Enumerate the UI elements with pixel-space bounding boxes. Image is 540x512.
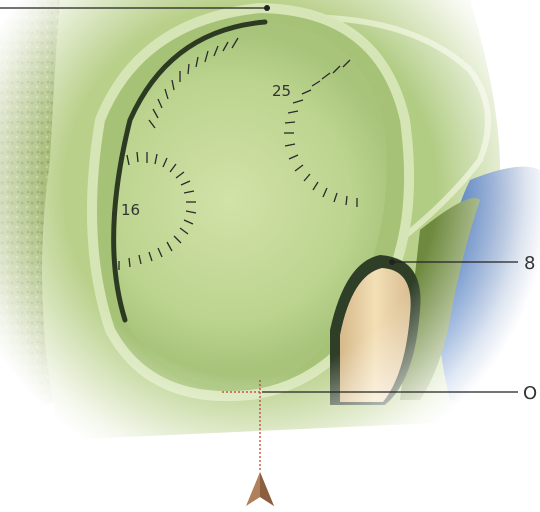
callout-label-8: 8 — [524, 253, 535, 274]
callout-label-o: O — [523, 383, 537, 404]
